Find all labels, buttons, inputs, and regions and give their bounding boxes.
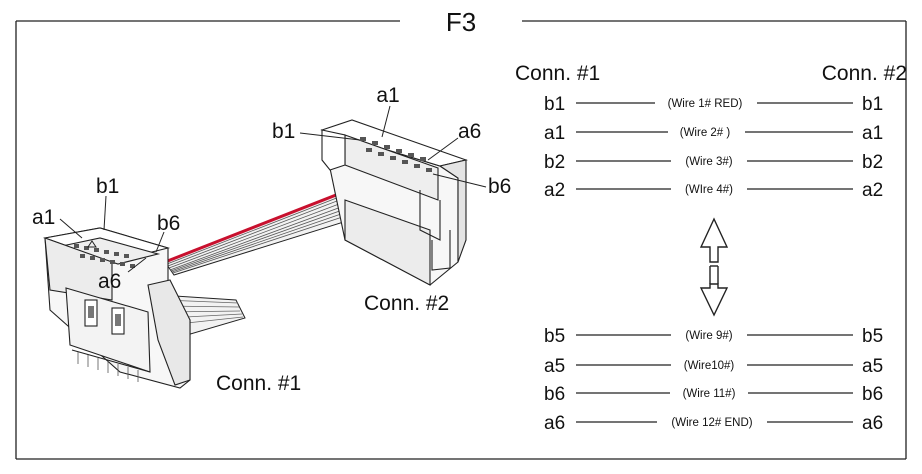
conn2-pin-b6: b6 [488, 175, 511, 198]
wire-label: (Wire 9#) [685, 330, 732, 342]
continuation-arrow-icon [699, 217, 729, 317]
wire-left-pin: a5 [544, 356, 565, 377]
conn2-pin-a6: a6 [458, 120, 481, 143]
wire-right-pin: a2 [862, 180, 883, 201]
frame [15, 20, 907, 460]
wire-label: (Wire 1# RED) [668, 98, 743, 110]
wire-label: (Wire 2# ) [680, 127, 731, 139]
conn1-pin-b6: b6 [157, 212, 180, 235]
conn2-label: Conn. #2 [364, 292, 449, 315]
wire-left-pin: b1 [544, 94, 565, 115]
conn1-pin-a1: a1 [32, 206, 55, 229]
wire-row: a2 (WIre 4#) a2 [544, 180, 883, 201]
wire-right-pin: b6 [862, 384, 883, 405]
wire-row: a6 (Wire 12# END) a6 [544, 413, 883, 434]
wire-label: (Wire 11#) [683, 388, 736, 400]
wire-row: b2 (Wire 3#) b2 [544, 152, 883, 173]
conn1-pin-a6: a6 [98, 270, 121, 293]
wire-right-pin: b5 [862, 326, 883, 347]
right-connector-header: Conn. #2 [822, 62, 907, 85]
wire-label: (Wire10#) [684, 360, 735, 372]
wire-left-pin: b2 [544, 152, 565, 173]
wire-left-pin: a2 [544, 180, 565, 201]
conn1-pin-callouts [59, 195, 165, 273]
conn1-pin-b1: b1 [96, 175, 119, 198]
wire-left-pin: a6 [544, 413, 565, 434]
wire-right-pin: a1 [862, 123, 883, 144]
wire-row: b5 (Wire 9#) b5 [544, 326, 883, 347]
connector-1-drawing [42, 227, 191, 389]
left-connector-header: Conn. #1 [515, 62, 600, 85]
conn2-pin-a1: a1 [376, 84, 399, 107]
wire-right-pin: b1 [862, 94, 883, 115]
wire-label: (WIre 4#) [685, 184, 733, 196]
wire-left-pin: b5 [544, 326, 565, 347]
wire-row: b1 (Wire 1# RED) b1 [544, 94, 883, 115]
wire-right-pin: a6 [862, 413, 883, 434]
wire-left-pin: b6 [544, 384, 565, 405]
figure-title: F3 [446, 7, 476, 37]
conn2-pin-b1: b1 [272, 120, 295, 143]
wire-row: a1 (Wire 2# ) a1 [544, 123, 883, 144]
wire-label: (Wire 3#) [685, 156, 732, 168]
wire-row: b6 (Wire 11#) b6 [544, 384, 883, 405]
wire-row: a5 (Wire10#) a5 [544, 356, 883, 377]
conn2-pin-callouts [299, 105, 487, 188]
wire-left-pin: a1 [544, 123, 565, 144]
wire-right-pin: b2 [862, 152, 883, 173]
wire-label: (Wire 12# END) [671, 417, 752, 429]
conn1-label: Conn. #1 [216, 372, 301, 395]
connector-2-drawing [320, 119, 468, 286]
wire-right-pin: a5 [862, 356, 883, 377]
